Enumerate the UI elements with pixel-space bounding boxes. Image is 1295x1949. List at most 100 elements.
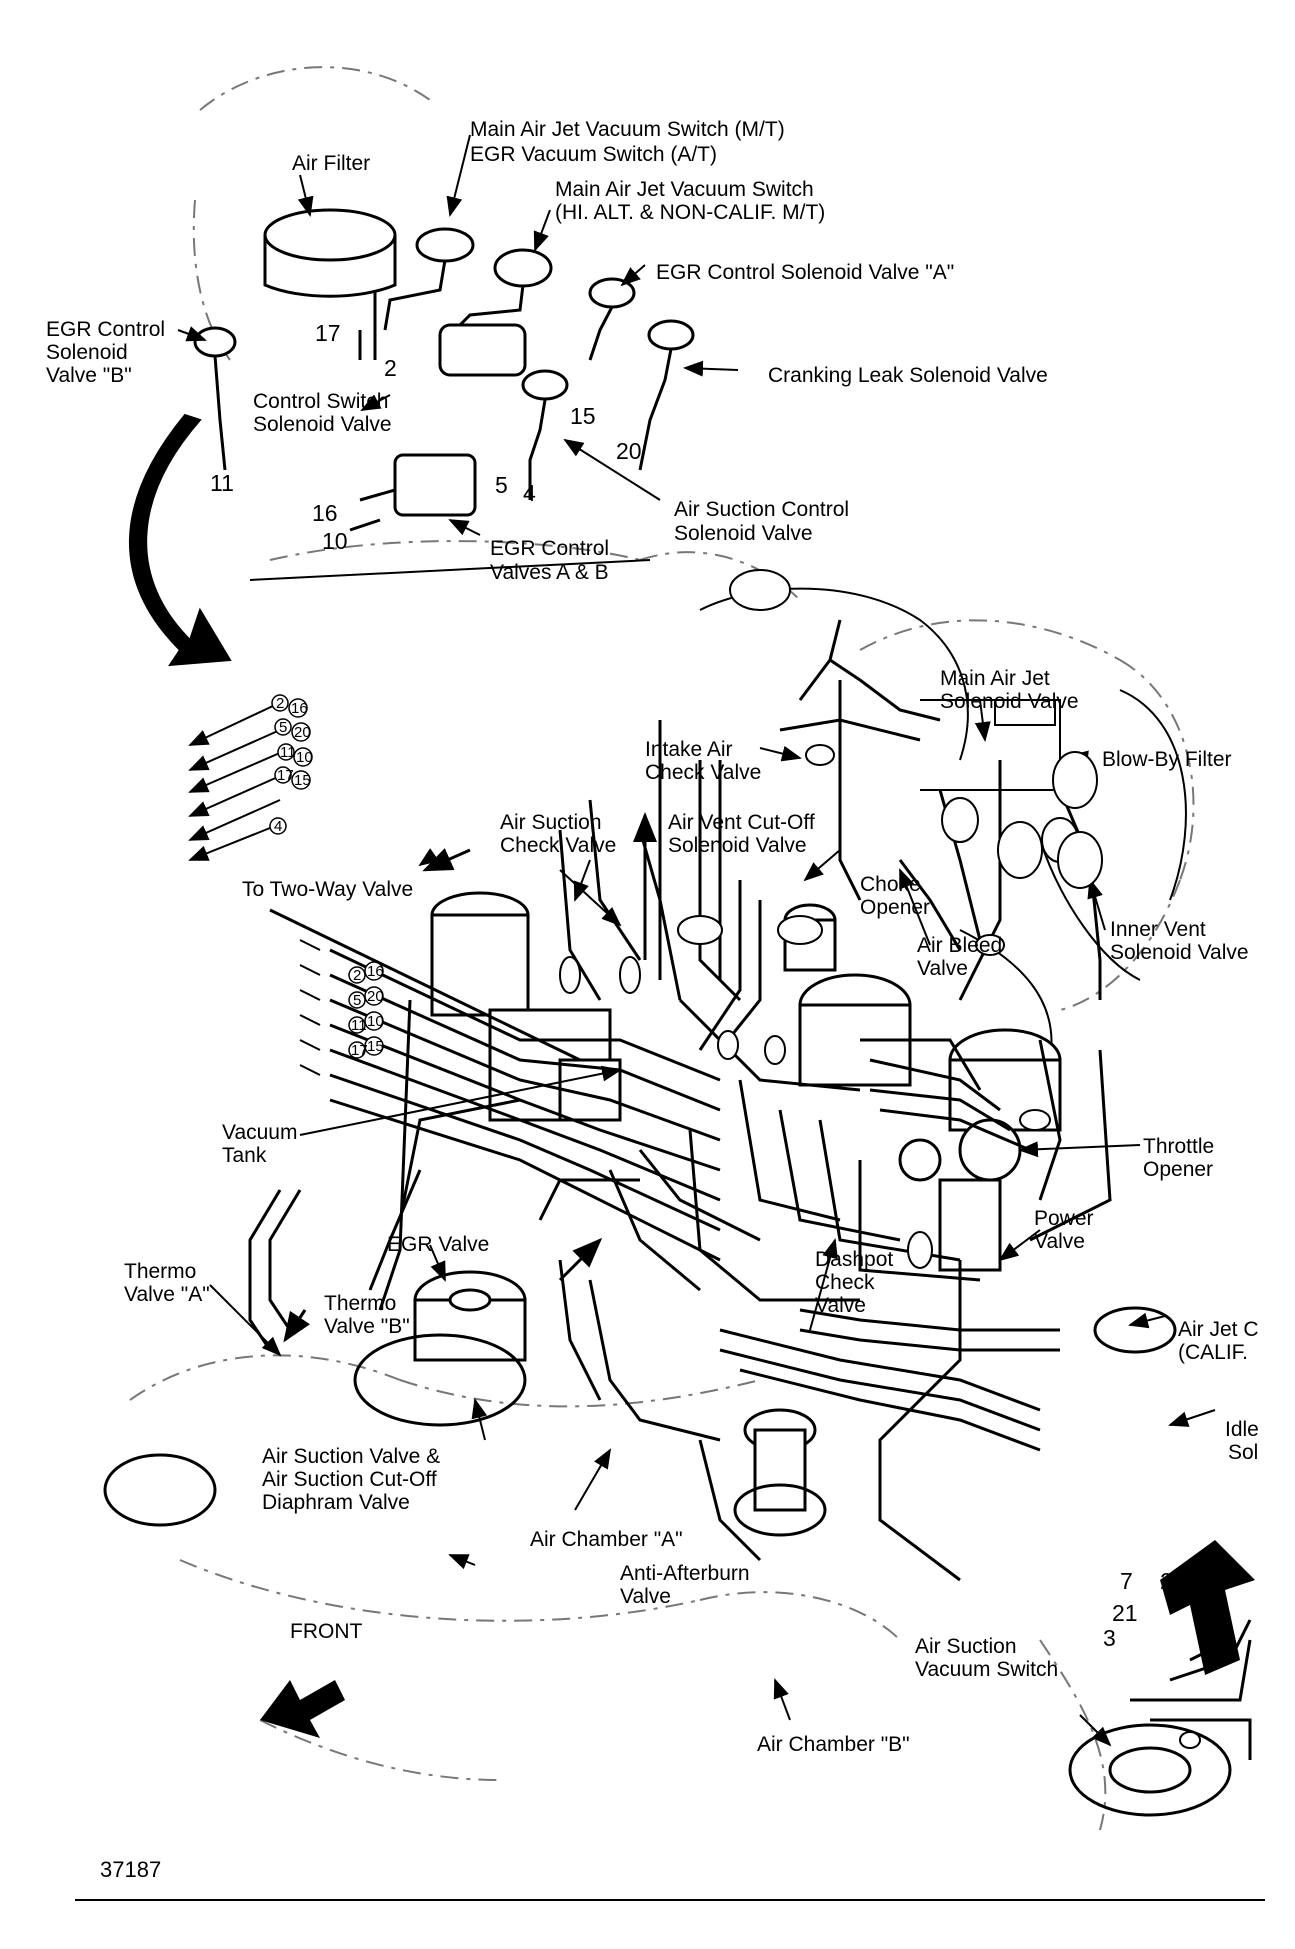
num-15: 15 [570,403,596,429]
label-ctrl-switch-1: Control Switch [253,390,389,413]
front-arrow [260,1680,345,1738]
num-10: 10 [322,528,348,554]
label-egr-valve: EGR Valve [387,1233,490,1256]
label-dashpot-3: Valve [815,1294,866,1317]
label-thermo-a-2: Valve "A" [124,1283,210,1306]
tag-a-5: 11 [280,744,296,761]
tag-a-7: 17 [277,767,294,784]
figure-id: 37187 [100,1857,162,1882]
label-air-jet-calif-1: Air Jet C [1178,1318,1259,1341]
num-5: 5 [495,472,508,498]
misc-arrows [283,812,657,1343]
upper-valve-shapes [994,699,1103,889]
label-air-suction-vac-sw-1: Air Suction [915,1635,1017,1658]
label-main-air-jet-sol-1: Main Air Jet [940,667,1050,690]
label-idle-sol-2: Sol [1228,1441,1259,1464]
label-egr-ctrl-valves-2: Valves A & B [490,561,609,584]
label-air-suction-valve-2: Air Suction Cut-Off [262,1468,437,1491]
label-intake-air-1: Intake Air [645,738,733,761]
label-egr-ctrl-sol-b-2: Solenoid [46,341,128,364]
label-thermo-a-1: Thermo [124,1260,197,1283]
engine-block [249,559,1187,1061]
num-br-21: 21 [1112,1600,1138,1626]
tag-b-1: 2 [353,967,362,984]
label-main-air-jet-hi-2: (HI. ALT. & NON-CALIF. M/T) [555,201,826,224]
right-bottom-arrow [1160,1540,1255,1675]
tag-b-3: 5 [353,992,362,1009]
label-air-suction-check-1: Air Suction [500,811,602,834]
circled-tags-upper [269,694,313,835]
label-anti-afterburn-2: Valve [620,1585,671,1608]
label-throttle-2: Opener [1143,1158,1214,1181]
label-dashpot-1: Dashpot [815,1248,894,1271]
label-air-filter: Air Filter [292,152,371,175]
tag-b-2: 16 [367,963,384,980]
tag-b-8: 15 [367,1038,384,1055]
label-vacuum-tank-2: Tank [222,1144,267,1167]
label-thermo-b-2: Valve "B" [324,1315,410,1338]
label-cranking-leak: Cranking Leak Solenoid Valve [768,364,1048,387]
label-blow-by-filter: Blow-By Filter [1102,748,1232,771]
label-air-suction-valve-1: Air Suction Valve & [262,1445,441,1468]
label-inner-vent-1: Inner Vent [1110,918,1206,941]
num-17: 17 [315,320,341,346]
choke-shapes [677,569,1051,1131]
label-thermo-b-1: Thermo [324,1292,397,1315]
label-main-air-jet-vac-switch-mt: Main Air Jet Vacuum Switch (M/T) [470,118,785,141]
label-air-suction-ctrl-1: Air Suction Control [674,498,850,521]
top-solenoids [193,227,695,517]
label-intake-air-2: Check Valve [645,761,762,784]
label-air-chamber-a: Air Chamber "A" [530,1528,683,1551]
num-11: 11 [210,470,234,496]
label-egr-ctrl-sol-b-1: EGR Control [46,318,166,341]
tag-b-4: 20 [367,988,384,1005]
label-main-air-jet-sol-2: Solenoid Valve [940,690,1079,713]
label-choke-2: Opener [860,896,931,919]
label-front: FRONT [290,1620,363,1643]
leader-lines [177,134,1216,1747]
label-egr-ctrl-valves-1: EGR Control [490,537,610,560]
left-bundle-lines [188,704,321,1076]
num-2: 2 [384,355,397,381]
label-throttle-1: Throttle [1143,1135,1215,1158]
label-air-suction-valve-3: Diaphram Valve [262,1491,410,1514]
label-inner-vent-2: Solenoid Valve [1110,941,1249,964]
label-to-two-way: To Two-Way Valve [242,878,414,901]
tag-b-5: 11 [351,1017,367,1034]
num-16: 16 [312,500,338,526]
label-air-vent-cutoff-1: Air Vent Cut-Off [668,811,815,834]
label-air-chamber-b: Air Chamber "B" [757,1733,910,1756]
circled-tags-lower [348,961,384,1059]
tag-a-8: 15 [294,772,311,789]
label-dashpot-2: Check [815,1271,875,1294]
tag-a-2: 16 [291,700,308,717]
label-air-suction-ctrl-2: Solenoid Valve [674,522,813,545]
label-egr-ctrl-sol-a: EGR Control Solenoid Valve "A" [656,261,955,284]
label-egr-ctrl-sol-b-3: Valve "B" [46,364,132,387]
engine-outline [129,66,1195,1831]
label-air-vent-cutoff-2: Solenoid Valve [668,834,807,857]
vacuum-tank [103,1008,1232,1817]
label-ctrl-switch-2: Solenoid Valve [253,413,392,436]
tag-a-3: 5 [279,719,288,736]
big-curved-arrow [129,413,232,667]
label-main-air-jet-hi-1: Main Air Jet Vacuum Switch [555,178,814,201]
label-air-jet-calif-2: (CALIF. [1178,1341,1249,1364]
label-air-suction-check-2: Check Valve [500,834,617,857]
tag-a-4: 20 [294,724,311,741]
label-idle-sol-1: Idle [1225,1418,1259,1441]
label-power-1: Power [1034,1207,1094,1230]
label-air-bleed-2: Valve [917,957,968,980]
tag-a-6: 10 [296,749,313,766]
num-4: 4 [523,480,536,506]
label-air-suction-vac-sw-2: Vacuum Switch [915,1658,1059,1681]
label-power-2: Valve [1034,1230,1085,1253]
top-hoses [213,259,673,532]
air-filter-shape [263,208,397,298]
label-egr-vac-switch-at: EGR Vacuum Switch (A/T) [470,143,717,166]
label-choke-1: Choke [860,873,921,896]
num-br-3: 3 [1103,1625,1116,1651]
num-br-20: 20 [1160,1568,1186,1594]
label-anti-afterburn-1: Anti-Afterburn [620,1562,750,1585]
